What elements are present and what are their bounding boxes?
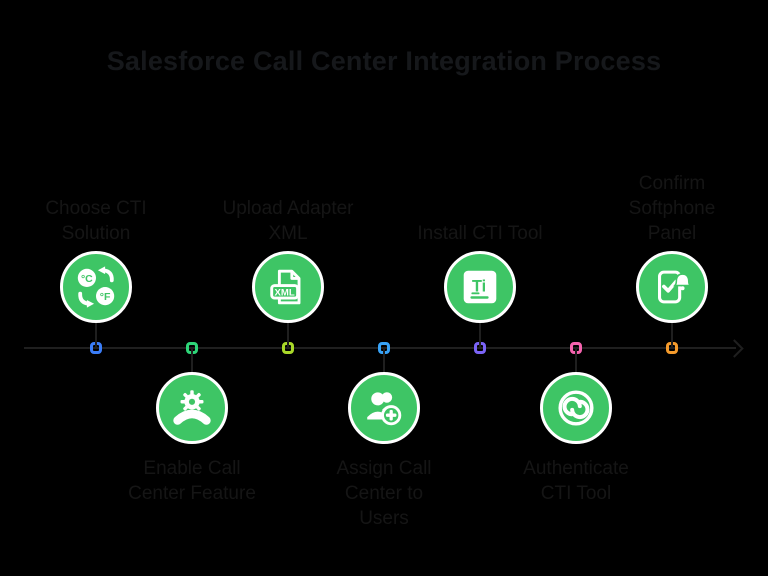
step-label: Upload Adapter XML (222, 198, 354, 244)
gear-phone-icon (173, 390, 211, 425)
add-users-icon (367, 392, 402, 426)
connector-line (478, 321, 482, 348)
softphone-check-icon (658, 270, 693, 304)
step-node: XML (252, 251, 324, 323)
step-label: Confirm Softphone Panel (628, 173, 716, 244)
timeline-arrow-icon (725, 338, 744, 358)
step-label: Assign Call Center to Users (336, 458, 432, 529)
connector-line (190, 348, 194, 375)
svg-text:XML: XML (275, 287, 295, 298)
step-label: Authenticate CTI Tool (523, 458, 629, 504)
connector-line (94, 321, 98, 348)
connector-line (382, 348, 386, 375)
text-tool-icon: Ti (463, 270, 497, 304)
connector-line (670, 321, 674, 348)
temperature-conversion-icon: °C °F (77, 266, 115, 308)
step-node: °C °F (60, 251, 132, 323)
step-node: Ti (444, 251, 516, 323)
step-node (348, 372, 420, 444)
step-label: Enable Call Center Feature (128, 458, 256, 504)
page-title: Salesforce Call Center Integration Proce… (106, 46, 662, 76)
step-node (540, 372, 612, 444)
step-label: Install CTI Tool (417, 223, 543, 244)
authenticator-icon (558, 390, 594, 426)
step-node (636, 251, 708, 323)
step-node (156, 372, 228, 444)
step-label: Choose CTI Solution (45, 198, 147, 244)
svg-text:Ti: Ti (472, 277, 486, 295)
xml-file-icon: XML (270, 269, 301, 305)
svg-text:°F: °F (100, 291, 111, 303)
connector-line (286, 321, 290, 348)
svg-text:°C: °C (81, 273, 93, 285)
connector-line (574, 348, 578, 375)
